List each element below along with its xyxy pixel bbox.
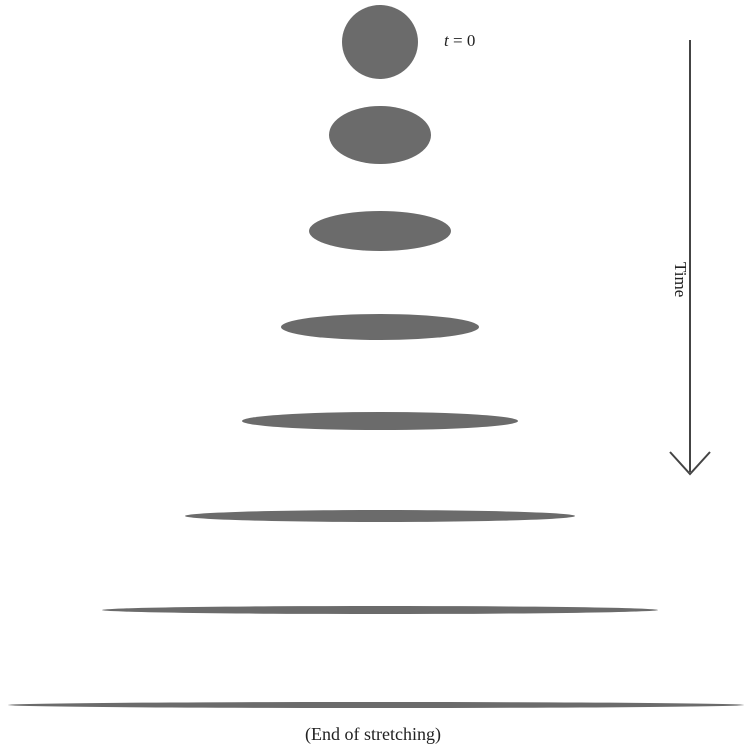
- droplet-stage-5: [242, 412, 518, 430]
- time-variable: t: [444, 31, 449, 50]
- end-of-stretching-caption: (End of stretching): [305, 724, 441, 744]
- droplet-stage-1: [342, 5, 418, 79]
- time-arrow-head: [669, 451, 711, 476]
- droplet-stage-4: [281, 314, 479, 340]
- droplet-stage-8: [8, 702, 744, 708]
- time-zero-label: t = 0: [444, 31, 475, 51]
- time-zero-value: = 0: [448, 31, 476, 50]
- droplet-stage-2: [329, 106, 431, 164]
- droplet-stage-3: [309, 211, 451, 251]
- time-axis-label: Time: [671, 262, 690, 298]
- droplet-stages: [8, 5, 744, 708]
- droplet-stage-7: [102, 606, 658, 614]
- droplet-stage-6: [185, 510, 575, 522]
- down-arrow-icon: [669, 40, 711, 476]
